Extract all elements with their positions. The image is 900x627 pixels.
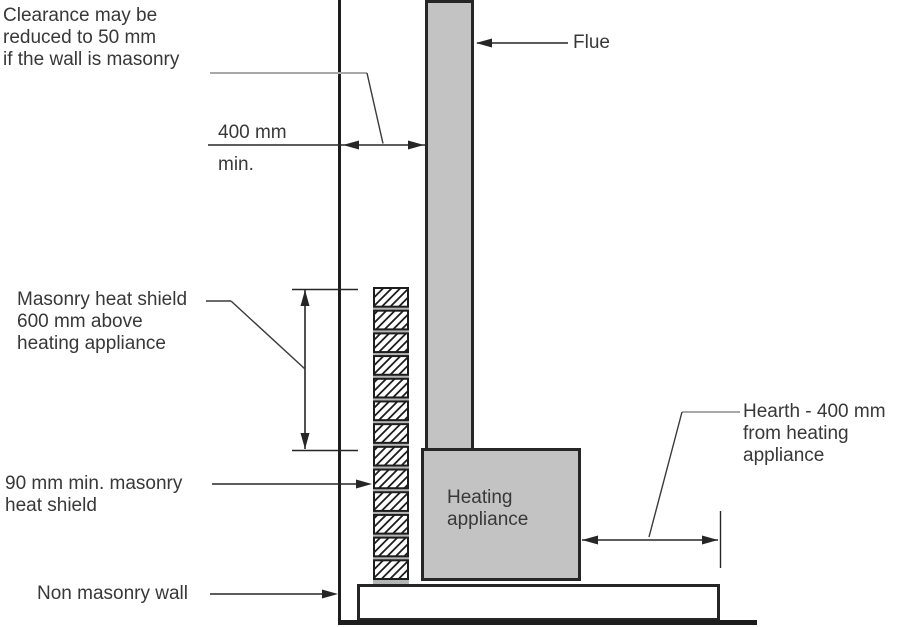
hearth-label-line: appliance [743, 445, 825, 466]
masonry-shield-label: Masonry heat shield 600 mm above heating… [17, 289, 187, 355]
clearance-note-label: Clearance may be reduced to 50 mm if the… [3, 5, 179, 71]
non-masonry-wall-label: Non masonry wall [37, 583, 188, 604]
masonry-shield-leader-slant [230, 300, 306, 370]
dim-600-arrowhead-down [300, 433, 310, 449]
heating-appliance-label: Heating appliance [447, 487, 528, 531]
heat-shield-block [373, 287, 409, 308]
hearth-rect [357, 584, 720, 621]
flue-arrowhead [476, 38, 492, 48]
heating-appliance-line: appliance [447, 509, 529, 530]
heating-appliance-line: Heating [447, 487, 513, 508]
heat-shield-block [373, 468, 409, 490]
heat-shield-block [373, 400, 409, 422]
heating-appliance-rect [421, 448, 581, 581]
hearth-label: Hearth - 400 mm from heating appliance [743, 401, 886, 467]
heat-shield-block [373, 445, 409, 467]
clearance-note-line: reduced to 50 mm [3, 27, 157, 48]
dim-400-value-label: 400 mm [218, 122, 287, 143]
shield-90-label: 90 mm min. masonry heat shield [5, 473, 182, 517]
masonry-shield-line: heating appliance [17, 333, 166, 354]
heat-shield-blocks [373, 287, 409, 580]
flue-label: Flue [573, 32, 610, 53]
heat-shield-block [373, 332, 409, 354]
dim-600-arrowhead-up [300, 290, 310, 306]
dim-400-qualifier-label: min. [218, 154, 254, 175]
hearth-label-line: from heating [743, 423, 849, 444]
heat-shield-block [373, 513, 409, 535]
heat-shield-block [373, 377, 409, 399]
clearance-leader-slant [366, 72, 384, 144]
dim-400-arrowhead-right [408, 140, 424, 150]
non-masonry-arrowhead [322, 589, 338, 599]
heat-shield-block [373, 559, 409, 580]
masonry-shield-line: 600 mm above [17, 311, 143, 332]
hearth-leader-slant [648, 411, 683, 538]
shield-90-arrowhead [356, 479, 372, 489]
heat-shield-block [373, 309, 409, 331]
hearth-label-line: Hearth - 400 mm [743, 401, 886, 422]
dim-400-arrowhead-left [343, 140, 359, 150]
heat-shield-block [373, 491, 409, 512]
heat-shield-block [373, 423, 409, 444]
masonry-shield-line: Masonry heat shield [17, 289, 188, 310]
shield-90-line: heat shield [5, 495, 97, 516]
hearth-dim-arrowhead-left [582, 535, 598, 545]
clearance-note-line: Clearance may be [3, 5, 158, 26]
flue-rect [425, 0, 474, 456]
shield-90-line: 90 mm min. masonry [5, 473, 183, 494]
heat-shield-block [373, 536, 409, 558]
heat-shield-block [373, 355, 409, 376]
hearth-dim-arrowhead-right [702, 535, 718, 545]
clearance-note-line: if the wall is masonry [3, 49, 180, 70]
